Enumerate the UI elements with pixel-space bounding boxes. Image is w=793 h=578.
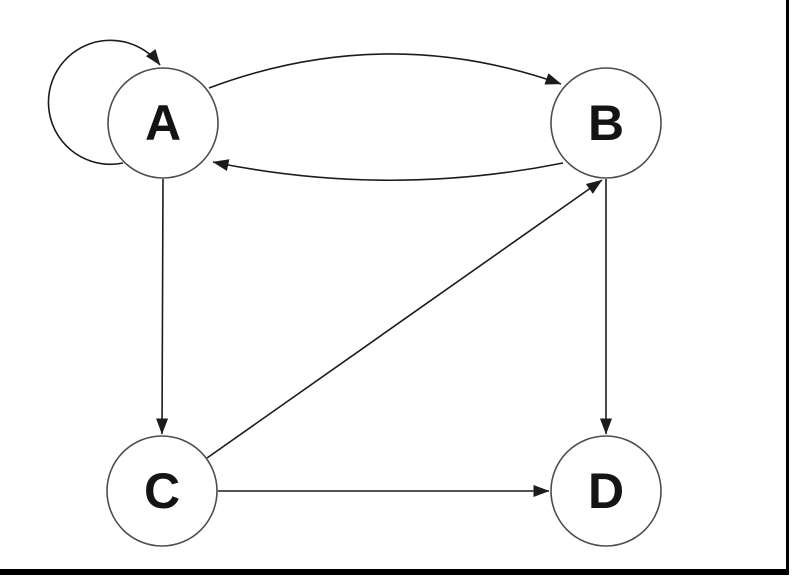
node-B: B	[550, 67, 662, 179]
node-A: A	[107, 67, 219, 179]
node-label-A: A	[145, 95, 181, 151]
node-circle-C	[106, 435, 218, 547]
edge-C-to-B	[206, 179, 603, 459]
edges-layer	[47, 39, 612, 497]
node-C: C	[106, 435, 218, 547]
page-border-bottom	[0, 569, 789, 575]
node-circle-A	[107, 67, 219, 179]
node-D: D	[550, 435, 662, 547]
node-label-C: C	[144, 463, 180, 519]
node-label-B: B	[588, 95, 624, 151]
edge-B-to-A	[212, 159, 564, 182]
node-circle-B	[550, 67, 662, 179]
edge-A-to-C	[156, 178, 169, 435]
node-circle-D	[550, 435, 662, 547]
page-border-right	[786, 0, 789, 575]
nodes-layer: A B C D	[106, 67, 662, 547]
edge-A-to-B	[208, 53, 562, 89]
node-label-D: D	[588, 463, 624, 519]
edge-A-to-A-self-loop	[47, 39, 161, 166]
